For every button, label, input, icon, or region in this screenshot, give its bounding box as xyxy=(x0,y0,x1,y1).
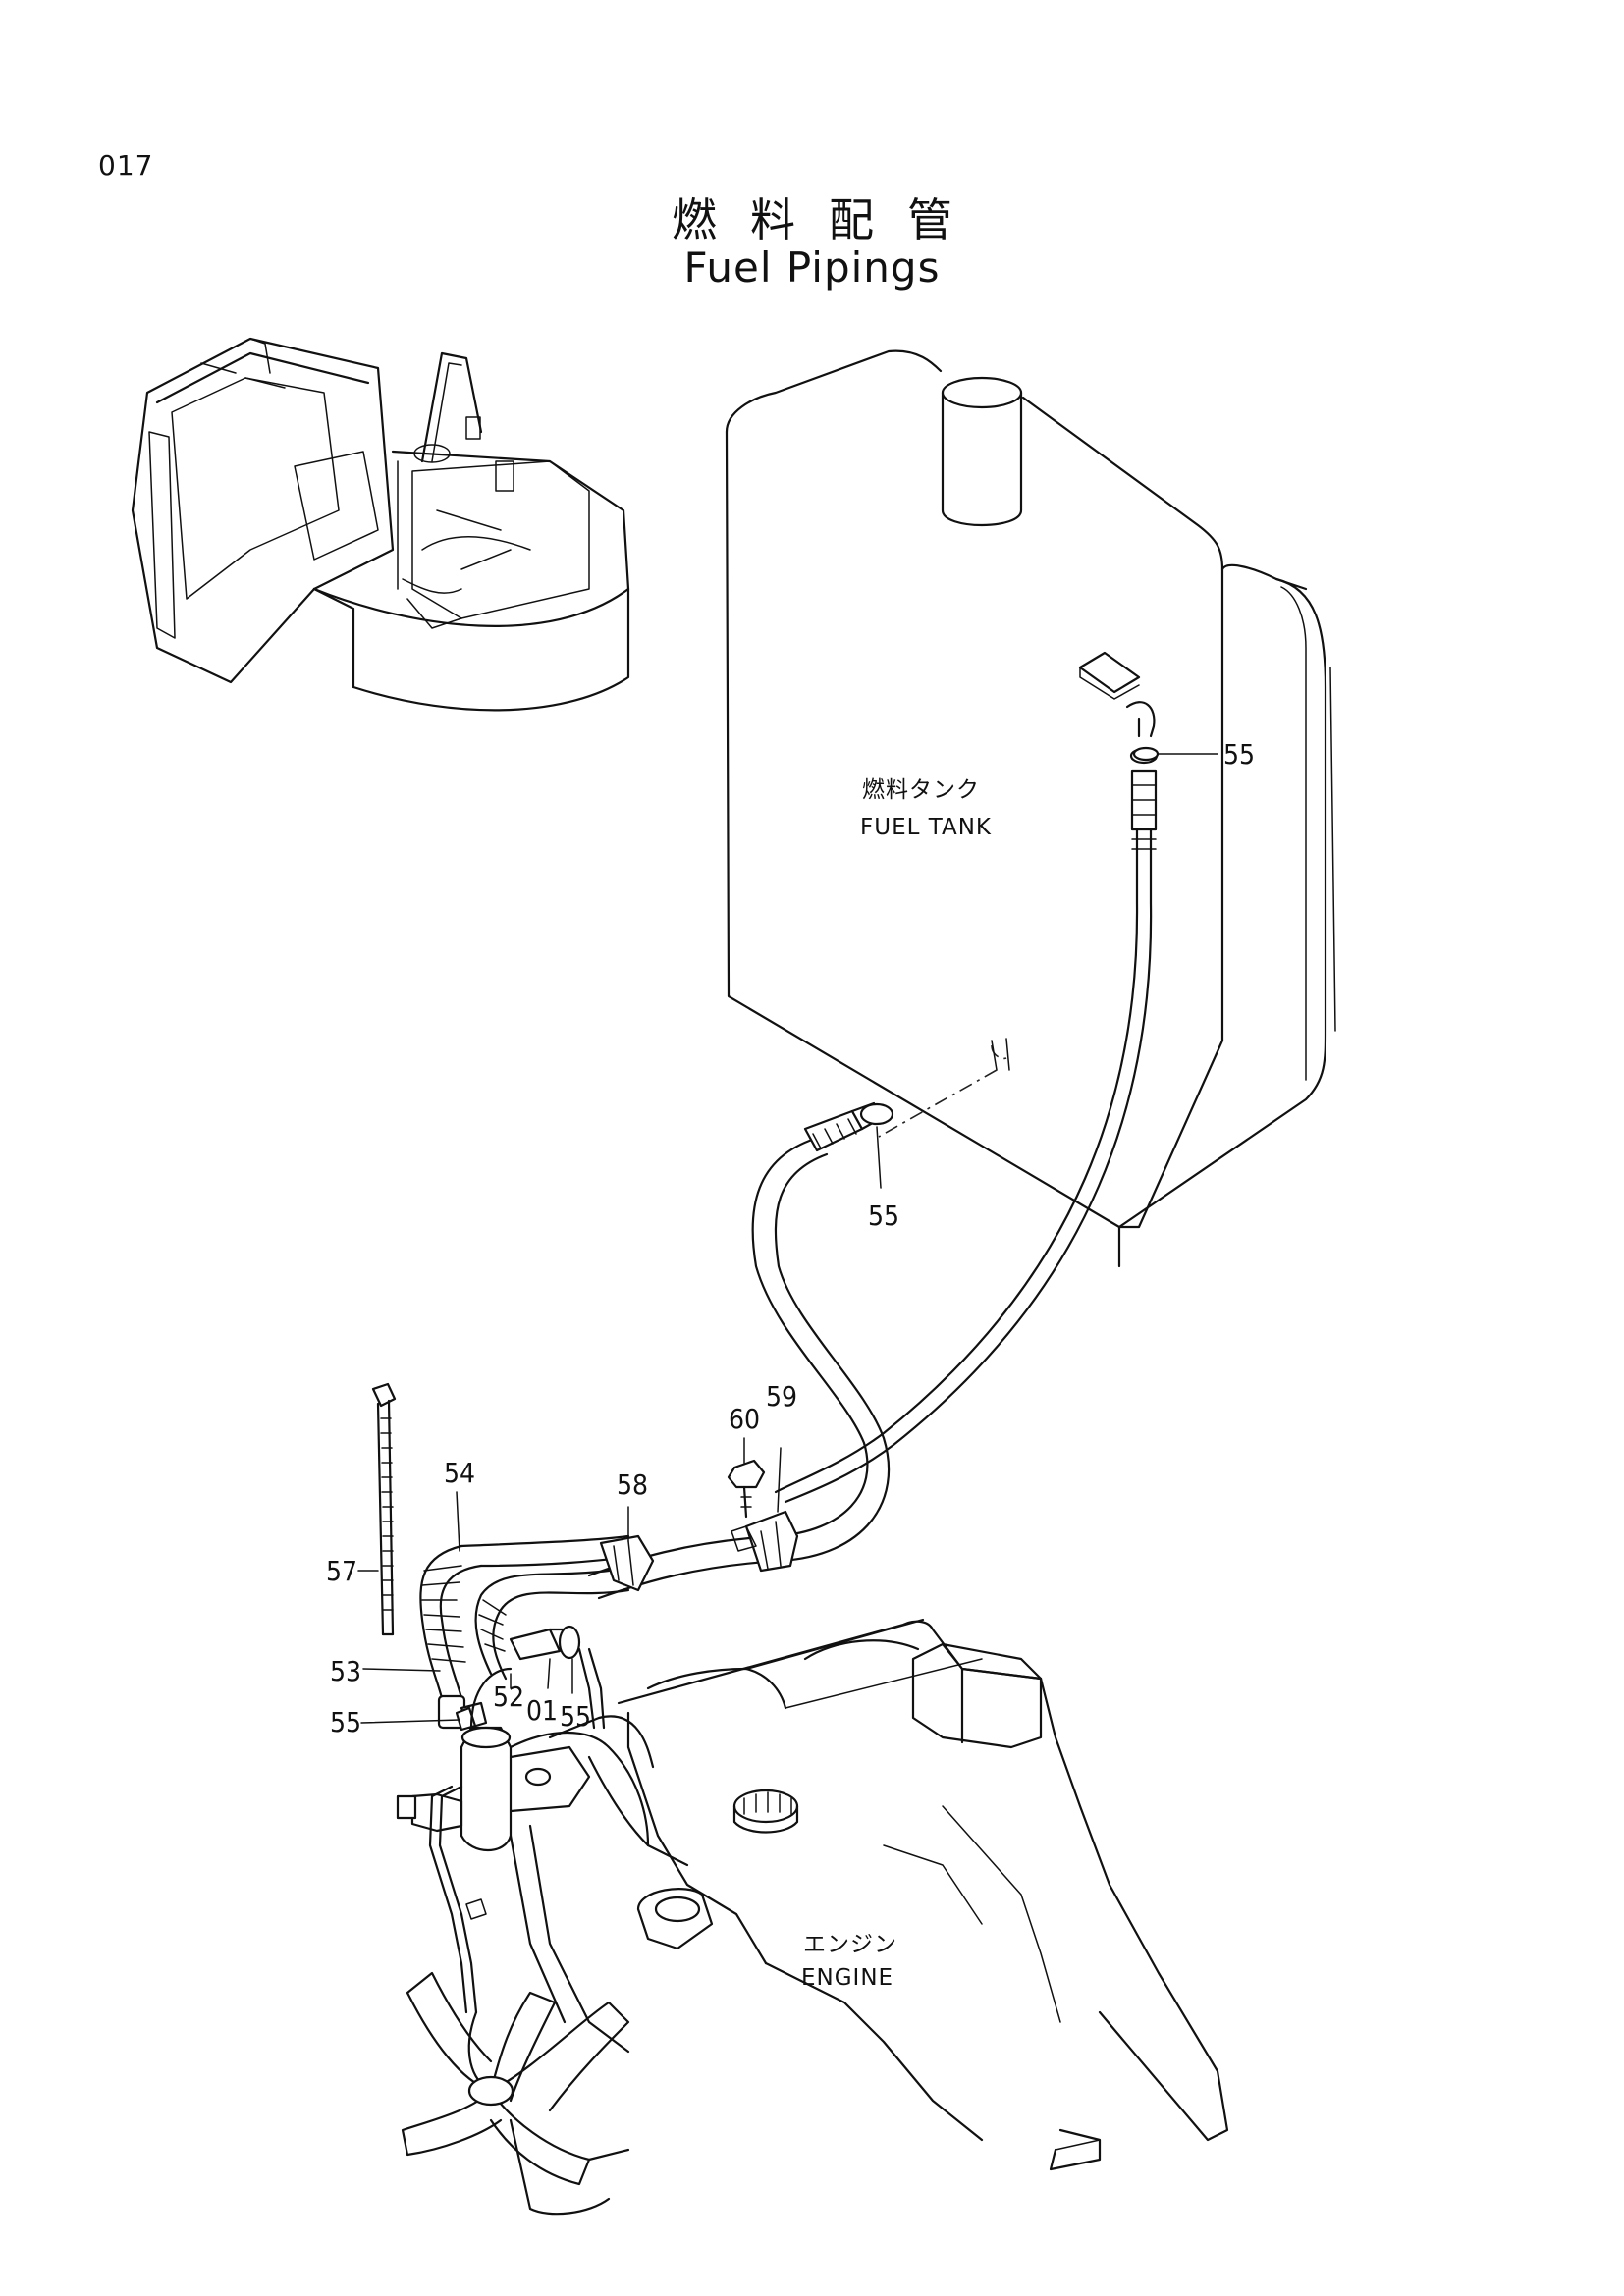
tie-band-illustration xyxy=(371,1382,397,1636)
callout-53-hose: 53 xyxy=(330,1655,361,1687)
page-title-english: Fuel Pipings xyxy=(683,243,941,292)
excavator-overview-illustration xyxy=(131,337,630,712)
fuel-tank-label-jp: 燃料タンク xyxy=(862,777,980,803)
engine-label-en: ENGINE xyxy=(801,1965,893,1991)
cooling-fan-illustration xyxy=(401,1971,630,2216)
fuel-tank-illustration xyxy=(725,349,1336,1268)
callout-58-clamp: 58 xyxy=(617,1468,648,1501)
callout-55-hose-clamp: 55 xyxy=(560,1700,591,1733)
callout-54-hose: 54 xyxy=(444,1457,475,1489)
callout-55-engine-clamp: 55 xyxy=(330,1706,361,1738)
engine-label-jp: エンジン xyxy=(803,1932,897,1957)
callout-59-clamp: 59 xyxy=(766,1380,797,1413)
callout-55-tank-return: 55 xyxy=(1223,738,1255,771)
callout-52-hose: 52 xyxy=(493,1681,524,1713)
callout-55-tank-outlet: 55 xyxy=(868,1200,899,1232)
leader-lines xyxy=(357,753,1218,1724)
engine-illustration xyxy=(396,1618,1229,2216)
fuel-tank-label-en: FUEL TANK xyxy=(860,815,992,840)
callout-57-band: 57 xyxy=(326,1555,357,1587)
fuel-hoses xyxy=(419,747,1159,1730)
clamp-assemblies xyxy=(599,1459,799,1592)
page-number: 017 xyxy=(98,149,154,182)
callout-01-part: 01 xyxy=(526,1694,558,1727)
hose-clamps-55 xyxy=(455,746,1160,1732)
page-title-japanese: 燃料配管 xyxy=(672,193,986,246)
callout-60-bolt: 60 xyxy=(729,1403,760,1435)
